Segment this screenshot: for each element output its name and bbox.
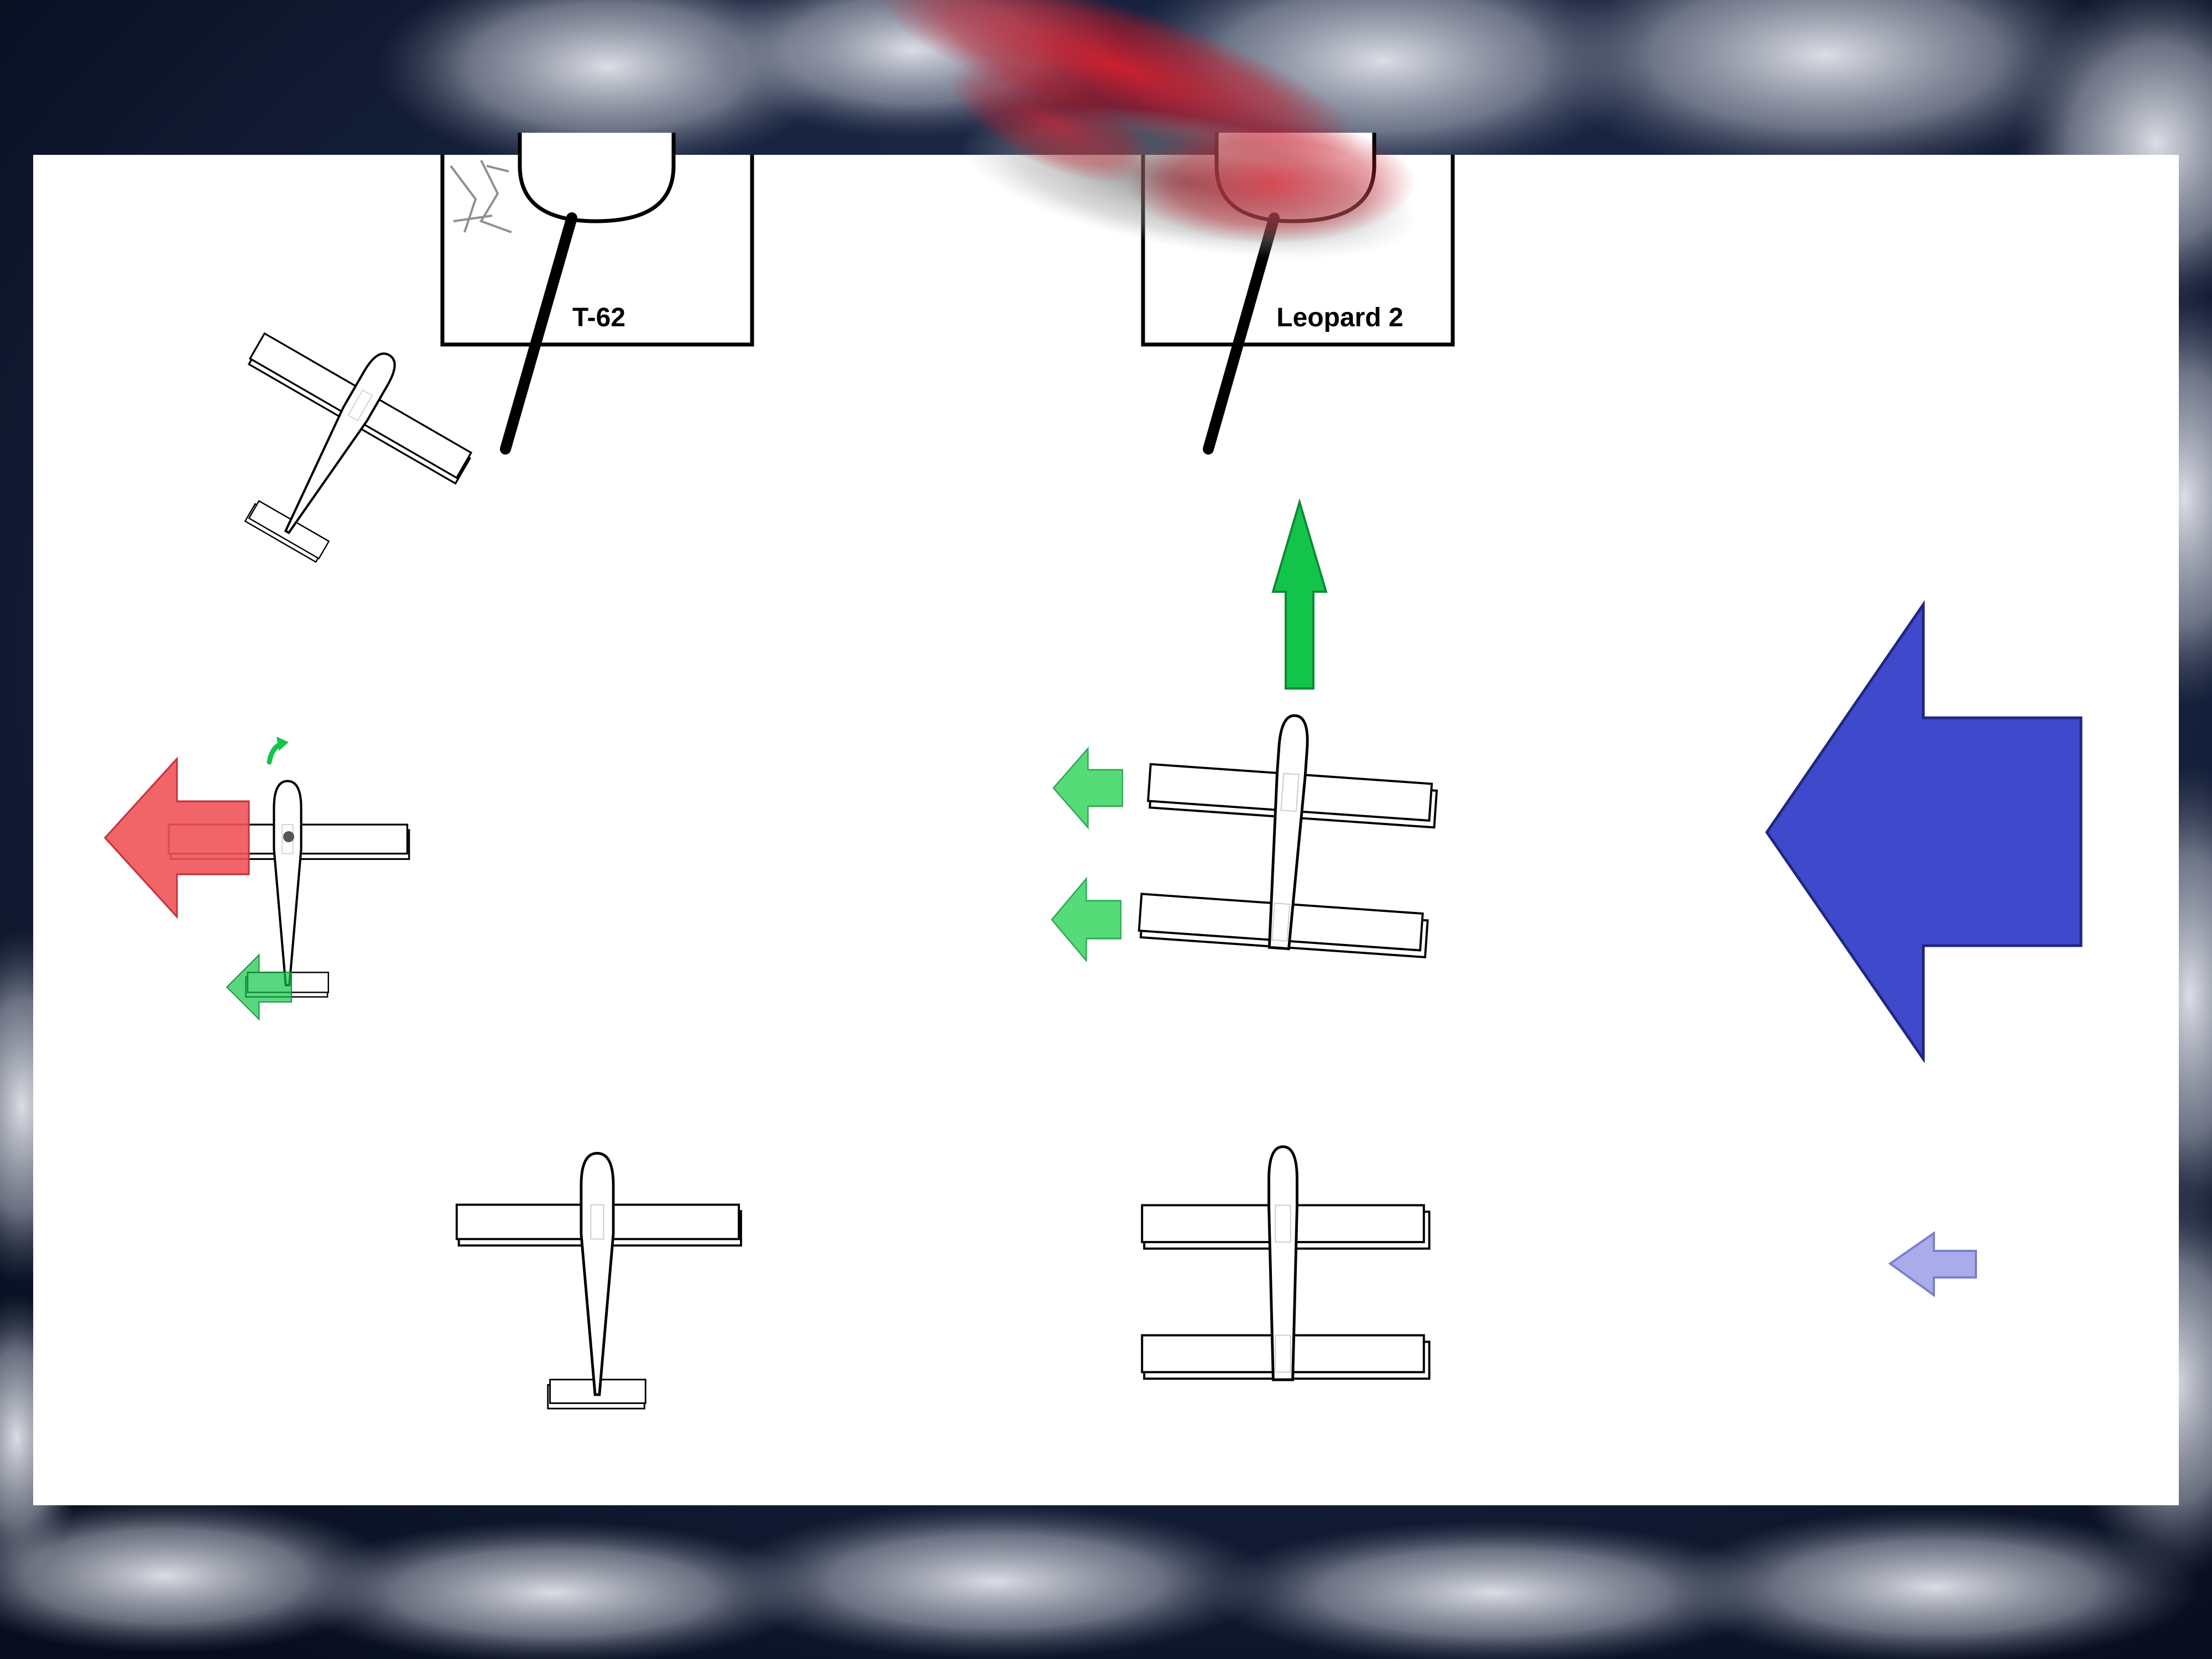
tank-label-leopard2: Leopard 2: [1276, 303, 1403, 332]
explosion-smoke-icon: [874, 0, 1418, 259]
light-blue-arrow-icon: [1888, 1231, 1977, 1297]
blue-arrow-icon: [1765, 599, 2083, 1064]
small-curved-arrow-head-icon: [276, 737, 289, 751]
green-up-arrow-icon: [1271, 498, 1328, 690]
marker-dot-icon: [283, 831, 294, 842]
tank-t62-icon: T-62: [440, 133, 754, 455]
tank-label-t62: T-62: [572, 303, 625, 332]
